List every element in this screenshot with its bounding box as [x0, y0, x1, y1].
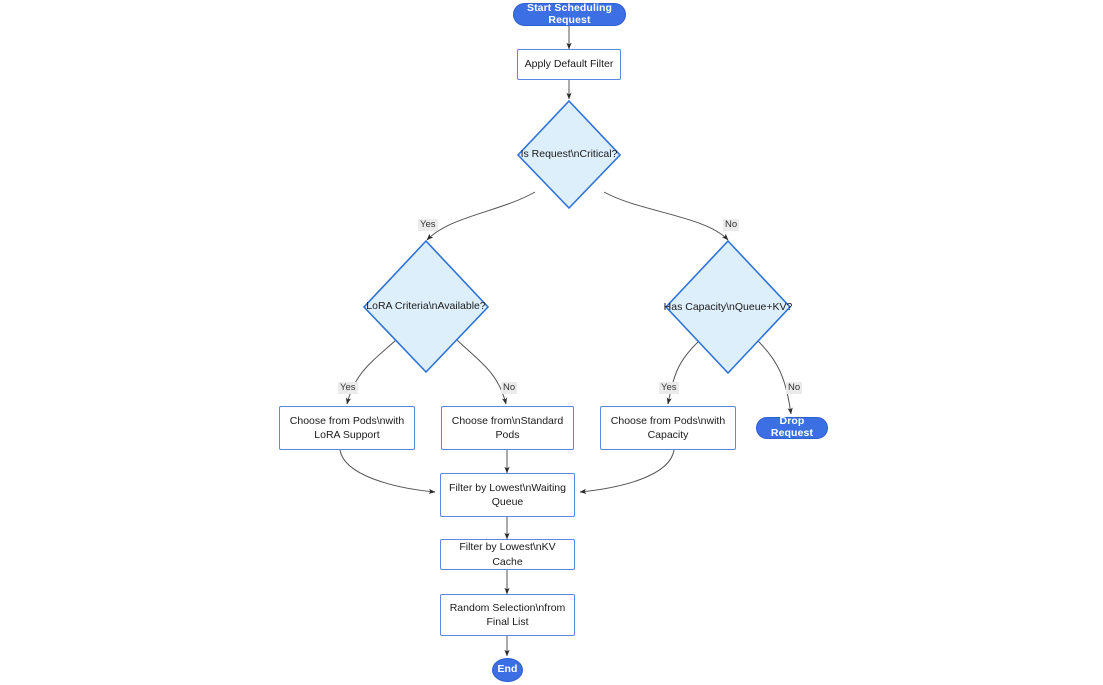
- node-start-label: Start Scheduling Request: [526, 1, 613, 26]
- edge-label-lora-no-text: No: [503, 382, 516, 393]
- node-lora-criteria-available-label: LoRA Criteria\nAvailable?: [366, 300, 486, 313]
- edge-label-critical-yes: Yes: [418, 219, 438, 232]
- node-lora-criteria-available[interactable]: LoRA Criteria\nAvailable?: [364, 241, 488, 372]
- node-has-capacity-label: Has Capacity\nQueue+KV?: [663, 300, 793, 313]
- node-filter-kv-cache[interactable]: Filter by Lowest\nKV Cache: [440, 539, 575, 570]
- edge-capacity-no-to-drop: [757, 340, 793, 415]
- diamond-has-capacity: [664, 239, 792, 375]
- node-apply-default-filter-label: Apply Default Filter: [524, 58, 614, 71]
- edge-critical-yes-to-lora: [426, 191, 536, 241]
- node-choose-lora-pods[interactable]: Choose from Pods\nwith LoRA Support: [279, 406, 415, 450]
- node-is-request-critical[interactable]: Is Request\nCritical?: [518, 101, 620, 208]
- node-filter-kv-cache-label: Filter by Lowest\nKV Cache: [459, 541, 556, 568]
- node-choose-standard-pods[interactable]: Choose from\nStandard Pods: [441, 406, 574, 450]
- node-filter-waiting-queue-line2: Queue: [491, 496, 524, 508]
- node-choose-capacity-pods-line1: Choose from Pods\nwith: [610, 414, 726, 427]
- edge-choose-capacity-to-filter-queue: [579, 449, 675, 494]
- edge-lora-no-to-choose-standard: [456, 339, 508, 405]
- node-choose-standard-pods-line1: Choose from\nStandard: [451, 414, 564, 427]
- edge-label-capacity-no-text: No: [788, 382, 801, 393]
- node-filter-waiting-queue-line1: Filter by Lowest\nWaiting: [449, 481, 566, 494]
- node-choose-standard-pods-line2: Pods: [495, 429, 520, 441]
- node-drop-request-label: Drop Request: [770, 415, 814, 439]
- node-random-selection-line2: Final List: [486, 616, 529, 628]
- edge-label-critical-yes-text: Yes: [420, 219, 436, 230]
- node-random-selection-line1: Random Selection\nfrom: [449, 601, 566, 614]
- edge-label-critical-no: No: [723, 219, 740, 232]
- edge-label-capacity-no: No: [786, 382, 803, 395]
- node-apply-default-filter[interactable]: Apply Default Filter: [517, 49, 621, 80]
- node-choose-lora-pods-line2: LoRA Support: [314, 429, 380, 441]
- node-choose-capacity-pods[interactable]: Choose from Pods\nwith Capacity: [600, 406, 736, 450]
- node-choose-capacity-pods-line2: Capacity: [647, 429, 689, 441]
- edge-choose-lora-to-filter-queue: [339, 449, 436, 494]
- edge-label-critical-no-text: No: [725, 219, 738, 230]
- edge-lora-yes-to-choose-lora: [345, 339, 397, 405]
- node-end[interactable]: End: [492, 658, 523, 682]
- node-has-capacity[interactable]: Has Capacity\nQueue+KV?: [663, 241, 793, 373]
- node-drop-request[interactable]: Drop Request: [756, 415, 828, 439]
- diamond-lora-criteria: [362, 239, 490, 374]
- edge-critical-no-to-capacity: [603, 191, 729, 241]
- edge-label-capacity-yes: Yes: [659, 382, 679, 395]
- node-choose-lora-pods-line1: Choose from Pods\nwith: [289, 414, 405, 427]
- node-end-label: End: [497, 663, 518, 676]
- edge-label-lora-yes: Yes: [338, 382, 358, 395]
- edge-label-lora-yes-text: Yes: [340, 382, 356, 393]
- node-start[interactable]: Start Scheduling Request: [513, 1, 626, 26]
- edge-label-capacity-yes-text: Yes: [661, 382, 677, 393]
- edge-capacity-yes-to-choose-capacity: [666, 340, 700, 405]
- node-filter-waiting-queue[interactable]: Filter by Lowest\nWaiting Queue: [440, 473, 575, 517]
- node-random-selection[interactable]: Random Selection\nfrom Final List: [440, 594, 575, 636]
- node-is-request-critical-label: Is Request\nCritical?: [520, 148, 618, 161]
- edge-label-lora-no: No: [501, 382, 518, 395]
- diamond-is-request-critical: [516, 99, 622, 210]
